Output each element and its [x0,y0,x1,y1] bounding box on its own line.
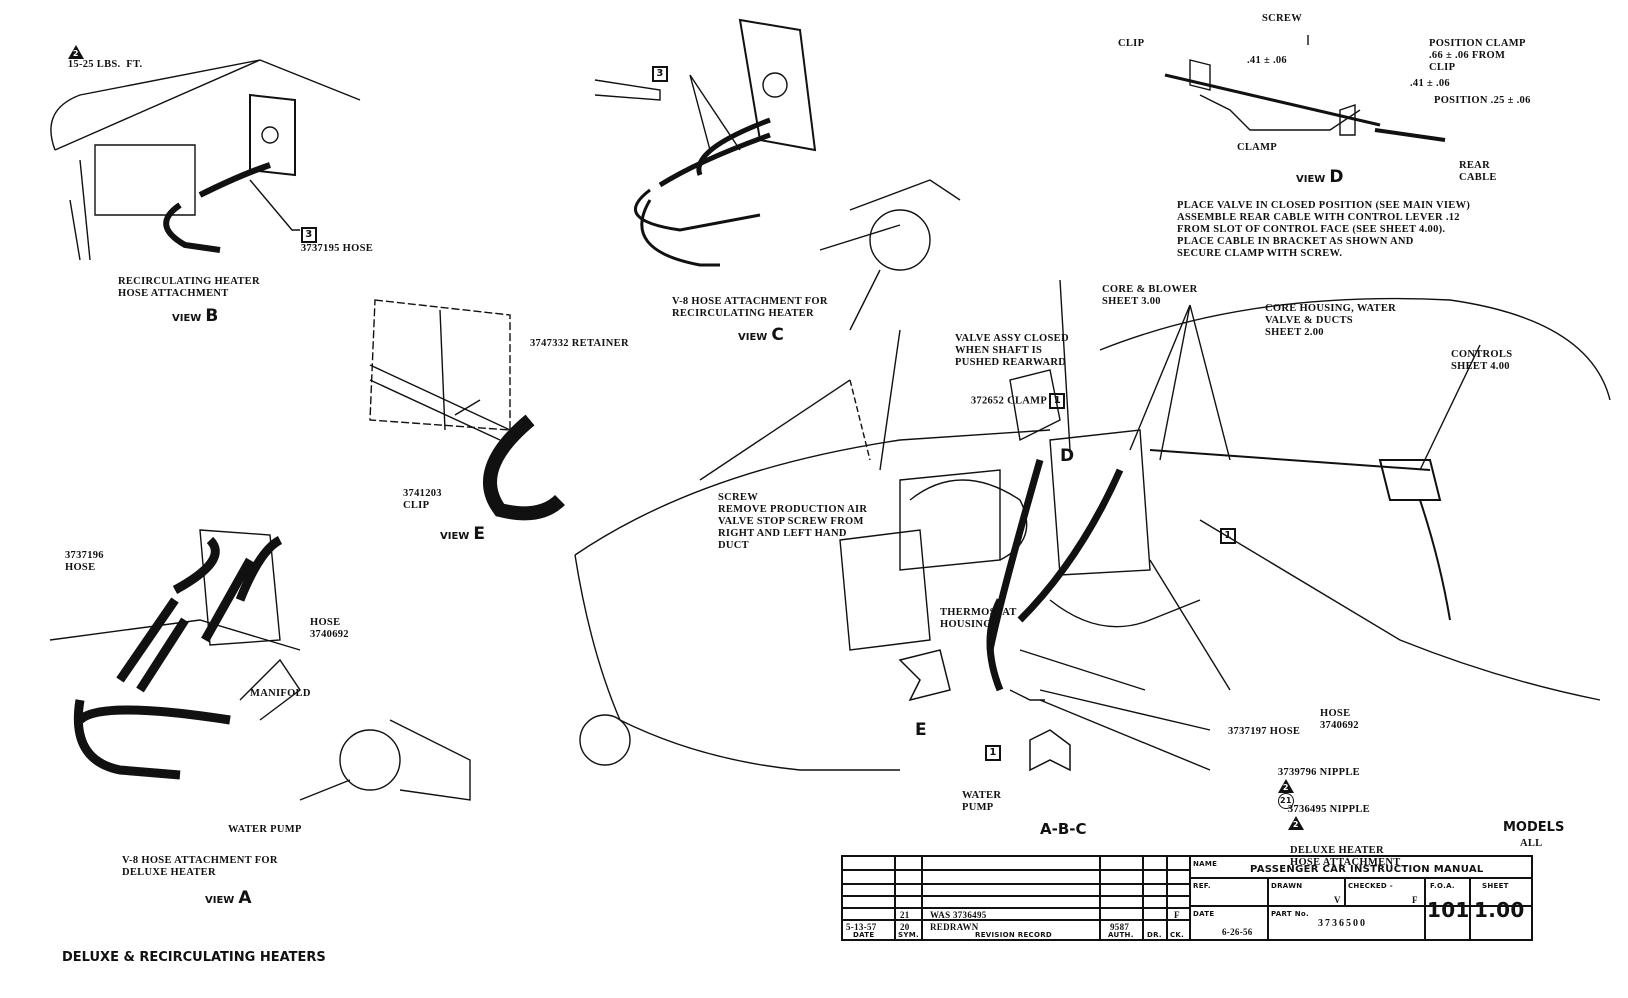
torque-triangle-icon: 2 [1277,779,1294,793]
view-b-illustration [50,59,361,261]
models-title: MODELS [1503,820,1565,835]
view-d-screw: SCREW [1262,13,1303,24]
tb-sheet-label: SHEET [1482,882,1509,890]
sheet-title: DELUXE & RECIRCULATING HEATERS [62,950,326,965]
view-a-manifold: MANIFOLD [250,688,311,699]
rev-header-date: DATE [853,931,875,939]
tb-ref-label: REF. [1193,882,1211,890]
torque-triangle-icon: 2 [1287,816,1304,830]
tb-drawn: V [1334,895,1341,905]
hose-3737197-label: 3737197 HOSE [1228,726,1301,737]
view-d-illustration [1164,35,1446,142]
view-e-illustration [369,299,565,521]
revision-circle-icon: 21 [1277,793,1294,809]
tb-checked-label: CHECKED - [1348,882,1393,890]
torque-note-text: 15-25 LBS. FT. [67,59,143,70]
view-d-clip: CLIP [1118,38,1145,49]
view-a-hose-3737196: 3737196 HOSE [65,550,104,573]
view-b-hose-label: 3737195 HOSE [300,243,374,254]
tb-name: PASSENGER CAR INSTRUCTION MANUAL [1250,864,1484,875]
nipple-3739796: 3739796 NIPPLE 2 21 [1272,755,1360,809]
view-a-illustration [49,529,471,801]
view-c-illustration [594,18,961,331]
view-d-instructions: PLACE VALVE IN CLOSED POSITION (SEE MAIN… [1177,200,1471,259]
water-pump-label: WATER PUMP [962,790,1002,813]
rev-sym-21: 21 [900,910,910,920]
nipple-3736495: 3736495 NIPPLE 2 [1287,804,1370,830]
rev-auth-20: 9587 [1110,922,1130,932]
tb-checked: F [1412,895,1418,905]
rev-header-sym: SYM. [898,931,919,939]
view-a-caption: V-8 HOSE ATTACHMENT FOR DELUXE HEATER [122,855,278,878]
controls-label: CONTROLS SHEET 4.00 [1451,349,1513,372]
view-c-ref-box: 3 [652,66,668,82]
rev-desc-21: WAS 3736495 [930,910,987,920]
core-housing-label: CORE HOUSING, WATER VALVE & DUCTS SHEET … [1265,303,1397,338]
rev-date-20: 5-13-57 [846,922,877,932]
view-d-dim1: .41 ± .06 [1247,55,1287,66]
view-d-rear-cable: REAR CABLE [1459,160,1497,183]
view-a-water-pump: WATER PUMP [228,824,302,835]
hose-3740692-label: HOSE 3740692 [1320,708,1359,731]
tb-part-label: PART No. [1271,910,1309,918]
tb-date-label: DATE [1193,910,1215,918]
valve-assy-label: VALVE ASSY CLOSED WHEN SHAFT IS PUSHED R… [955,333,1069,368]
models-value: ALL [1520,838,1543,849]
rev-header-ck: CK. [1170,931,1185,939]
ref-box: 1 [1049,393,1066,409]
view-a-hose-3740692: HOSE 3740692 [310,617,349,640]
view-d-position: POSITION .25 ± .06 [1434,95,1531,106]
view-e-arrow-letter: E [915,720,927,740]
view-d-position-clamp: POSITION CLAMP .66 ± .06 FROM CLIP [1429,38,1526,73]
view-d-marker: D [1060,446,1075,466]
view-d-clamp: CLAMP [1237,142,1277,153]
main-view-illustration [574,279,1611,772]
rev-header-dr: DR. [1147,931,1162,939]
view-e-retainer: 3747332 RETAINER [530,338,629,349]
tb-date: 6-26-56 [1222,927,1253,937]
ref-box-1b: 1 [1220,528,1236,544]
core-blower-label: CORE & BLOWER SHEET 3.00 [1102,284,1198,307]
tb-part: 3736500 [1318,918,1367,929]
view-b-caption: RECIRCULATING HEATER HOSE ATTACHMENT [118,276,260,299]
main-caption: DELUXE HEATER HOSE ATTACHMENT [1290,845,1401,868]
torque-triangle-icon: 2 [67,45,84,59]
rev-ck-21: F [1174,910,1180,920]
view-e-clip: 3741203 CLIP [403,488,442,511]
clamp-372652: 372652 CLAMP 1 [965,381,1066,409]
title-block-frame [841,855,1533,941]
rev-header-record: REVISION RECORD [975,931,1053,939]
screw-note: SCREW REMOVE PRODUCTION AIR VALVE STOP S… [718,492,868,551]
rev-desc-20: REDRAWN [930,922,979,932]
view-abc-marker: A-B-C [1040,820,1087,838]
torque-note: 2 15-25 LBS. FT. [62,33,142,71]
tb-foa: 101 [1427,898,1470,922]
view-c-caption: V-8 HOSE ATTACHMENT FOR RECIRCULATING HE… [672,296,828,319]
rev-sym-20: 20 [900,922,910,932]
tb-sheet: 1.00 [1474,898,1525,922]
ref-box: 3 [300,227,317,243]
tb-drawn-label: DRAWN [1271,882,1303,890]
tb-foa-label: F.O.A. [1430,882,1455,890]
view-d-dim2: .41 ± .06 [1410,78,1450,89]
tb-name-label: NAME [1193,860,1218,868]
view-b-hose-callout: 3 3737195 HOSE [295,215,373,255]
thermostat-housing-label: THERMOSTAT HOUSING [940,607,1017,630]
ref-box-1: 1 [985,745,1001,761]
rev-header-auth: AUTH. [1108,931,1134,939]
